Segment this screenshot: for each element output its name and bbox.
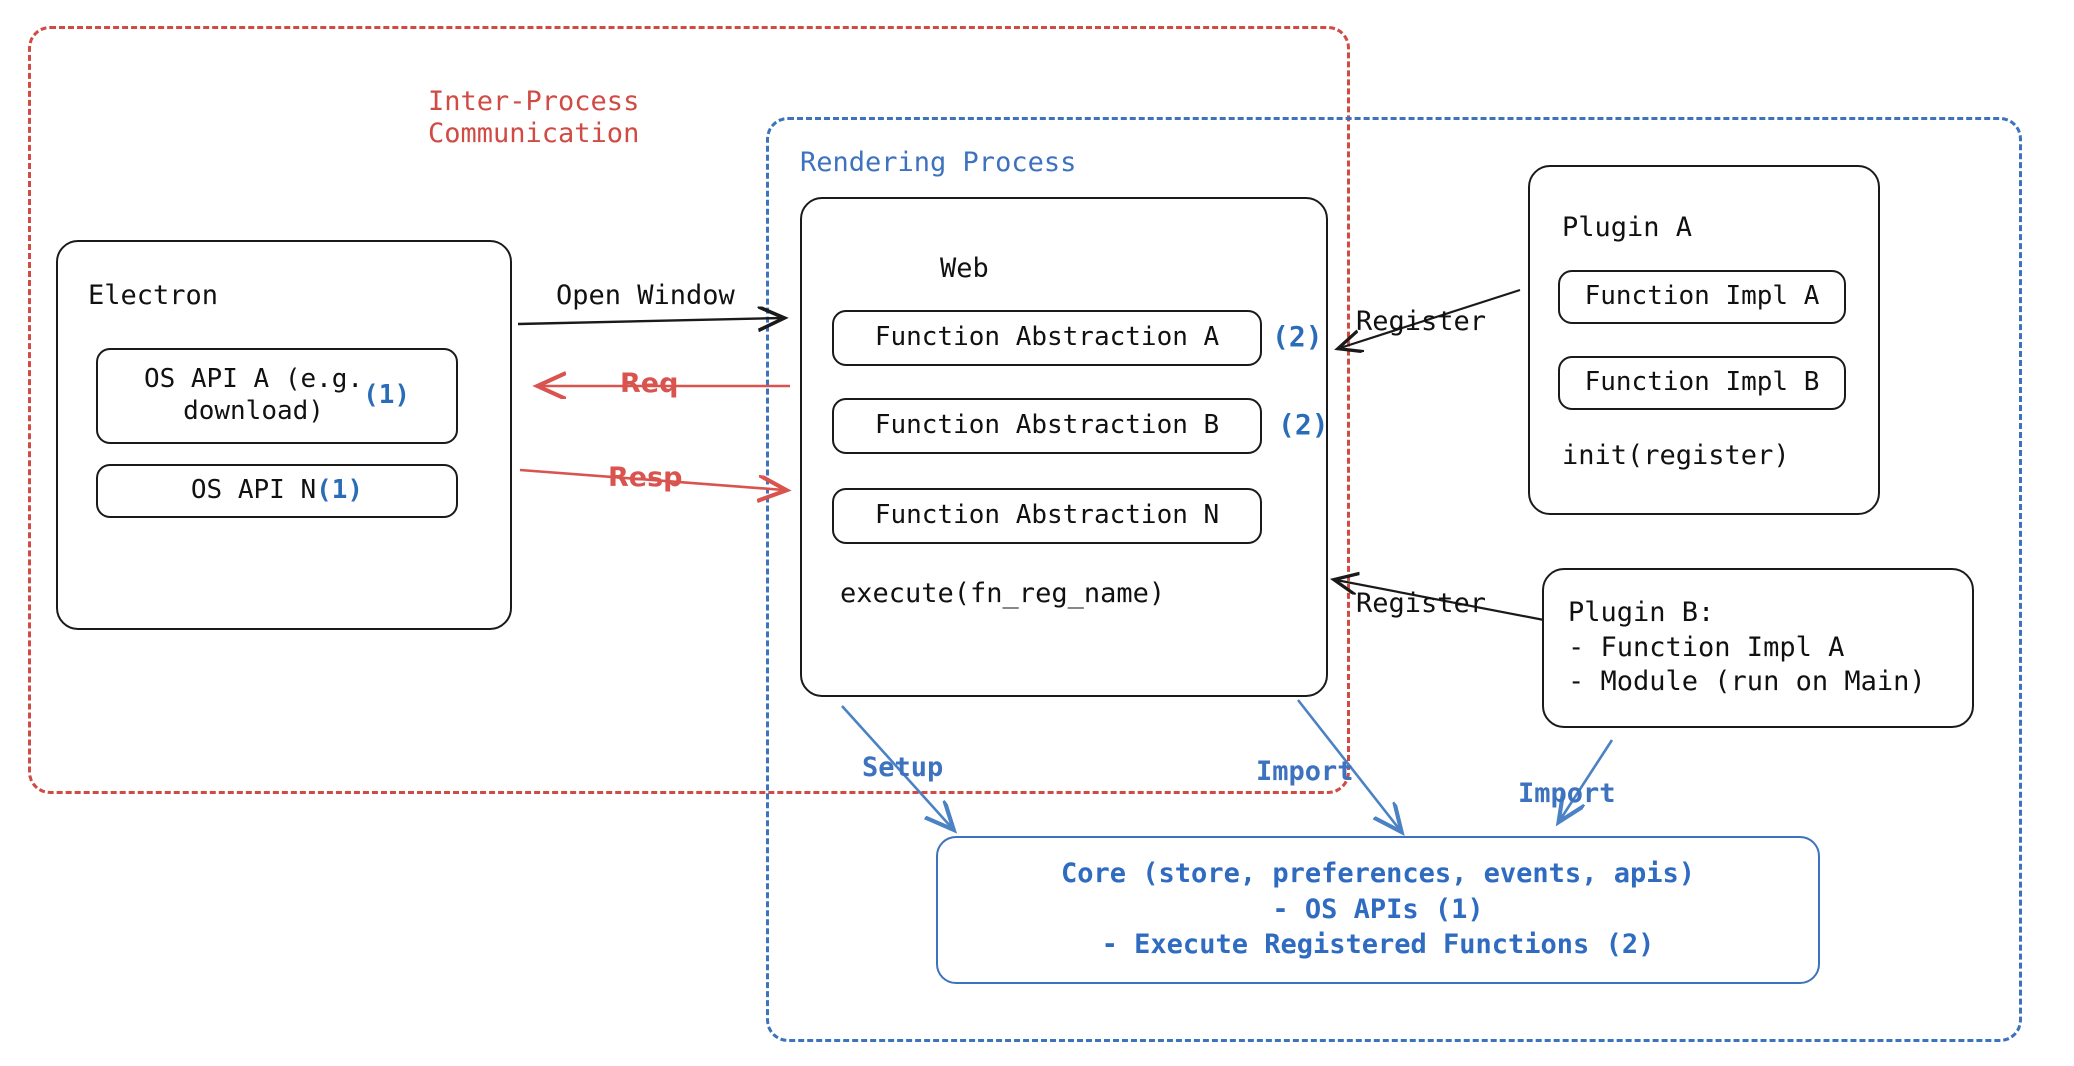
edge-label-register-plugin-b: Register [1356, 588, 1487, 619]
edge-label-resp: Resp [608, 462, 683, 493]
function-abstraction-n-box: Function Abstraction N [832, 488, 1262, 544]
rendering-process-zone-boundary [766, 117, 2022, 1042]
function-abstraction-b-note: (2) [1278, 408, 1329, 441]
edge-label-import-plugin-b: Import [1518, 778, 1616, 809]
function-abstraction-b-box: Function Abstraction B [832, 398, 1262, 454]
ipc-zone-label: Inter-Process Communication [428, 86, 640, 149]
os-api-a-label: OS API A (e.g. download) [143, 364, 364, 426]
os-api-n-note: (1) [316, 475, 364, 506]
ipc-zone-boundary [28, 26, 1350, 794]
web-execute-footer: execute(fn_reg_name) [840, 578, 1166, 609]
electron-title: Electron [88, 280, 219, 311]
edge-label-req: Req [620, 368, 679, 399]
plugin-b-text: Plugin B: - Function Impl A - Module (ru… [1568, 597, 1926, 698]
edge-label-register-plugin-a: Register [1356, 306, 1487, 337]
core-text: Core (store, preferences, events, apis) … [1061, 858, 1695, 961]
function-impl-b-label: Function Impl B [1584, 367, 1820, 398]
os-api-a-box: OS API A (e.g. download)(1) [96, 348, 458, 444]
function-impl-b-box: Function Impl B [1558, 356, 1846, 410]
edge-label-import-web: Import [1256, 756, 1354, 787]
rendering-process-zone-label: Rendering Process [800, 147, 1077, 178]
os-api-a-note: (1) [363, 380, 411, 411]
function-impl-a-label: Function Impl A [1584, 281, 1820, 312]
core-box [936, 836, 1820, 984]
function-abstraction-b-label: Function Abstraction B [874, 410, 1220, 441]
plugin-a-title: Plugin A [1562, 212, 1693, 243]
function-impl-a-box: Function Impl A [1558, 270, 1846, 324]
edge-label-setup: Setup [862, 752, 944, 783]
os-api-n-box: OS API N(1) [96, 464, 458, 518]
plugin-b-box [1542, 568, 1974, 728]
plugin-a-init-footer: init(register) [1562, 440, 1790, 471]
function-abstraction-a-label: Function Abstraction A [874, 322, 1220, 353]
web-title: Web [940, 253, 989, 284]
os-api-n-label: OS API N [190, 475, 317, 506]
function-abstraction-a-note: (2) [1272, 320, 1323, 353]
edge-label-open-window: Open Window [556, 280, 735, 311]
function-abstraction-n-label: Function Abstraction N [874, 500, 1220, 531]
function-abstraction-a-box: Function Abstraction A [832, 310, 1262, 366]
plugin-a-box [1528, 165, 1880, 515]
